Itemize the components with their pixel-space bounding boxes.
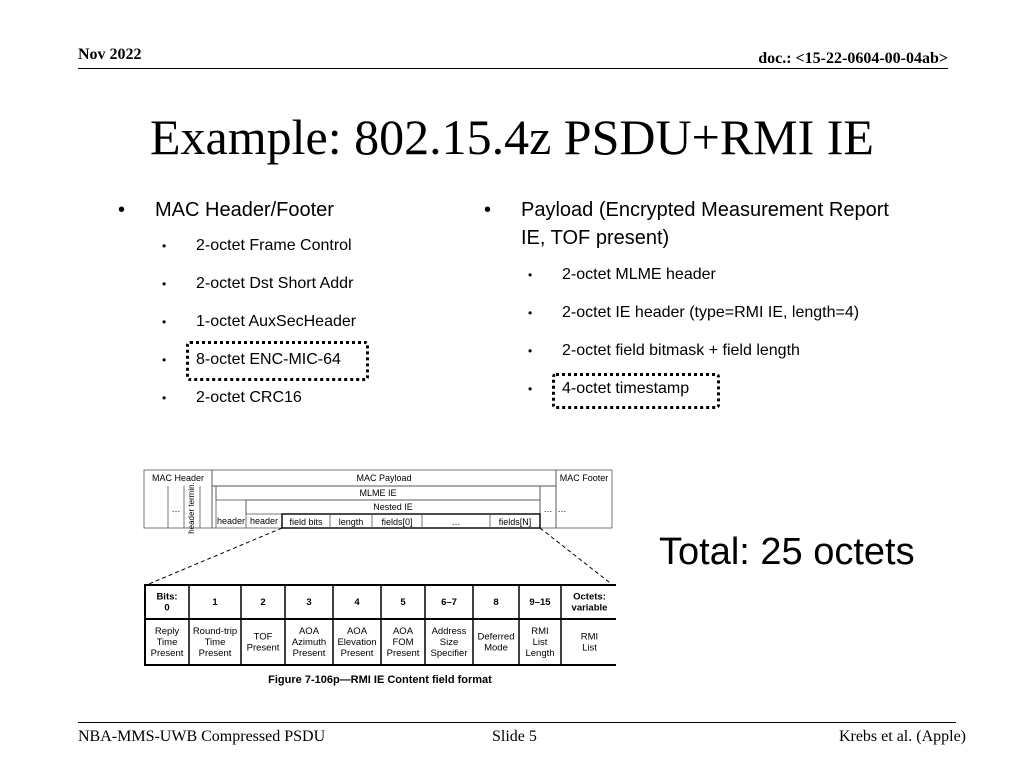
bits-cell: 8	[493, 597, 498, 608]
ellipsis-label: …	[172, 504, 181, 514]
footer-authors: Krebs et al. (Apple)	[838, 728, 966, 745]
total-octets: Total: 25 octets	[659, 531, 915, 573]
header-termin-label: header termin.	[187, 482, 196, 534]
bits-cell: Bits:0	[156, 592, 177, 614]
highlight-box-timestamp	[552, 373, 720, 409]
frame-format-diagram: MAC Header MAC Payload MAC Footer MLME I…	[143, 469, 615, 587]
mlme-ie-label: MLME IE	[359, 488, 396, 498]
bits-cell: 9–15	[529, 597, 551, 608]
table-caption: Figure 7-106p—RMI IE Content field forma…	[268, 674, 492, 686]
left-subbullet: 2-octet Dst Short Addr	[162, 274, 448, 294]
field-bits-label: field bits	[289, 517, 323, 527]
right-subbullet: 4-octet timestamp	[528, 379, 904, 399]
left-bullet-list: MAC Header/Footer 2-octet Frame Control …	[118, 196, 448, 408]
right-bullet-heading: Payload (Encrypted Measurement Report IE…	[484, 196, 904, 252]
bits-cell: 4	[354, 597, 360, 608]
header-date: Nov 2022	[78, 46, 142, 63]
right-subbullet: 2-octet IE header (type=RMI IE, length=4…	[528, 303, 904, 323]
highlight-box-enc-mic	[186, 341, 369, 381]
right-bullet-list: Payload (Encrypted Measurement Report IE…	[484, 196, 904, 399]
bits-cell: Octets:variable	[572, 592, 608, 614]
footer-left: NBA-MMS-UWB Compressed PSDU	[78, 728, 326, 745]
header-label: header	[217, 516, 245, 526]
bits-cell: 3	[306, 597, 311, 608]
mac-footer-label: MAC Footer	[560, 473, 609, 483]
bits-cell: 2	[260, 597, 265, 608]
right-subbullet: 2-octet MLME header	[528, 265, 904, 285]
ellipsis-label: …	[452, 517, 461, 527]
left-subbullet: 1-octet AuxSecHeader	[162, 312, 448, 332]
left-bullet-heading: MAC Header/Footer	[118, 196, 448, 224]
bits-cell: 6–7	[441, 597, 457, 608]
footer-slide-number: Slide 5	[492, 728, 537, 745]
header-divider	[78, 68, 948, 69]
mac-header-label: MAC Header	[152, 473, 204, 483]
left-subbullet: 2-octet CRC16	[162, 388, 448, 408]
left-subbullet: 2-octet Frame Control	[162, 236, 448, 256]
header-label: header	[250, 516, 278, 526]
right-subbullet: 2-octet field bitmask + field length	[528, 341, 904, 361]
ellipsis-label: …	[544, 504, 553, 514]
left-subbullet: 8-octet ENC-MIC-64	[162, 350, 448, 370]
mac-payload-label: MAC Payload	[356, 473, 411, 483]
header-doc-id: doc.: <15-22-0604-00-04ab>	[758, 50, 948, 67]
nested-ie-label: Nested IE	[373, 502, 413, 512]
fieldsN-label: fields[N]	[499, 517, 532, 527]
bits-cell: 5	[400, 597, 406, 608]
footer-divider	[78, 722, 956, 723]
bits-cell: 1	[212, 597, 218, 608]
length-label: length	[339, 517, 364, 527]
ellipsis-label: …	[558, 504, 567, 514]
slide-title: Example: 802.15.4z PSDU+RMI IE	[150, 109, 874, 165]
fields0-label: fields[0]	[381, 517, 412, 527]
